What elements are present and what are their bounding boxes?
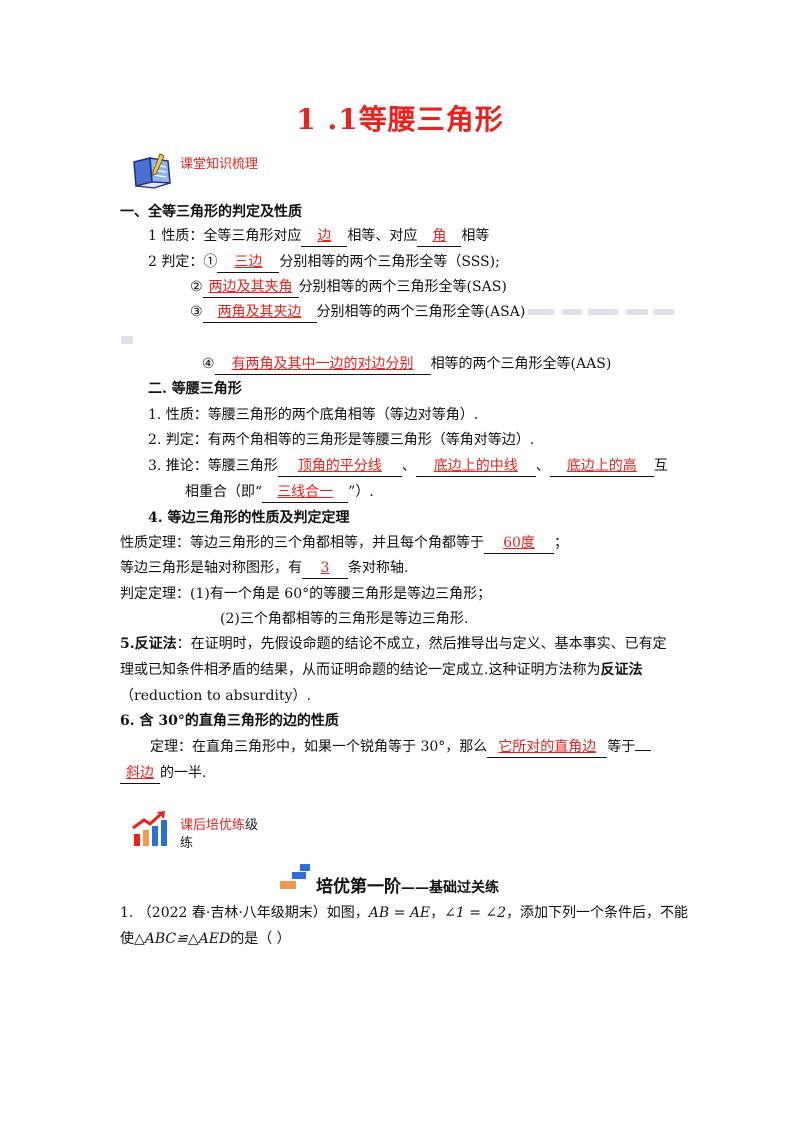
- faint-watermark-left: [120, 331, 136, 344]
- part6-heading: 6. 含 30°的直角三角形的边的性质: [120, 713, 339, 729]
- knowledge-section-label: 课堂知识梳理: [180, 157, 259, 172]
- part5-line3: （reduction to absurdity）.: [120, 688, 311, 704]
- part5-line1: 5.反证法：在证明时，先假设命题的结论不成立，然后推导出与定义、基本事实、已有定: [120, 636, 667, 652]
- stairs-icon: [278, 862, 312, 892]
- part4-line4: (2)三个角都相等的三角形是等边三角形.: [220, 611, 469, 627]
- stage-title: 培优第一阶——基础过关练: [316, 877, 499, 897]
- part4-line3: 判定定理：(1)有一个角是 60°的等腰三角形是等边三角形；: [120, 586, 492, 602]
- faint-watermark-right: [528, 304, 678, 318]
- part6-line2: 斜边的一半.: [120, 763, 206, 784]
- part2-line4: 相重合（即“三线合一”）.: [185, 482, 374, 503]
- part2-line1: 1. 性质：等腰三角形的两个底角相等（等边对等角）.: [148, 407, 479, 423]
- question1-line1: 1. （2022 春·吉林·八年级期末）如图，AB = AE，∠1 = ∠2，添…: [120, 905, 689, 921]
- page-title: 1 .1等腰三角形: [296, 103, 504, 136]
- part5-line2: 理或已知条件相矛盾的结果，从而证明命题的结论一定成立.这种证明方法称为反证法: [120, 662, 643, 678]
- part6-line1: 定理：在直角三角形中，如果一个锐角等于 30°，那么它所对的直角边等于: [150, 737, 652, 758]
- book-icon: [130, 152, 174, 192]
- growth-chart-icon: [130, 808, 170, 848]
- part2-heading: 二. 等腰三角形: [148, 381, 242, 397]
- part2-line3: 3. 推论：等腰三角形顶角的平分线、底边上的中线、底边上的高互: [148, 456, 668, 477]
- practice-section-label: 课后培优练级: [180, 818, 259, 833]
- part4-heading: 4. 等边三角形的性质及判定定理: [148, 510, 350, 526]
- question1-line2: 使△ABC≌△AED的是（ ）: [120, 931, 291, 947]
- part2-line2: 2. 判定：有两个角相等的三角形是等腰三角形（等角对等边）.: [148, 432, 535, 448]
- practice-section-label-cont: 练: [180, 836, 194, 851]
- part1-heading: 一、全等三角形的判定及性质: [120, 204, 302, 220]
- part1-line1: 1 性质：全等三角形对应边相等、对应角相等: [148, 226, 489, 247]
